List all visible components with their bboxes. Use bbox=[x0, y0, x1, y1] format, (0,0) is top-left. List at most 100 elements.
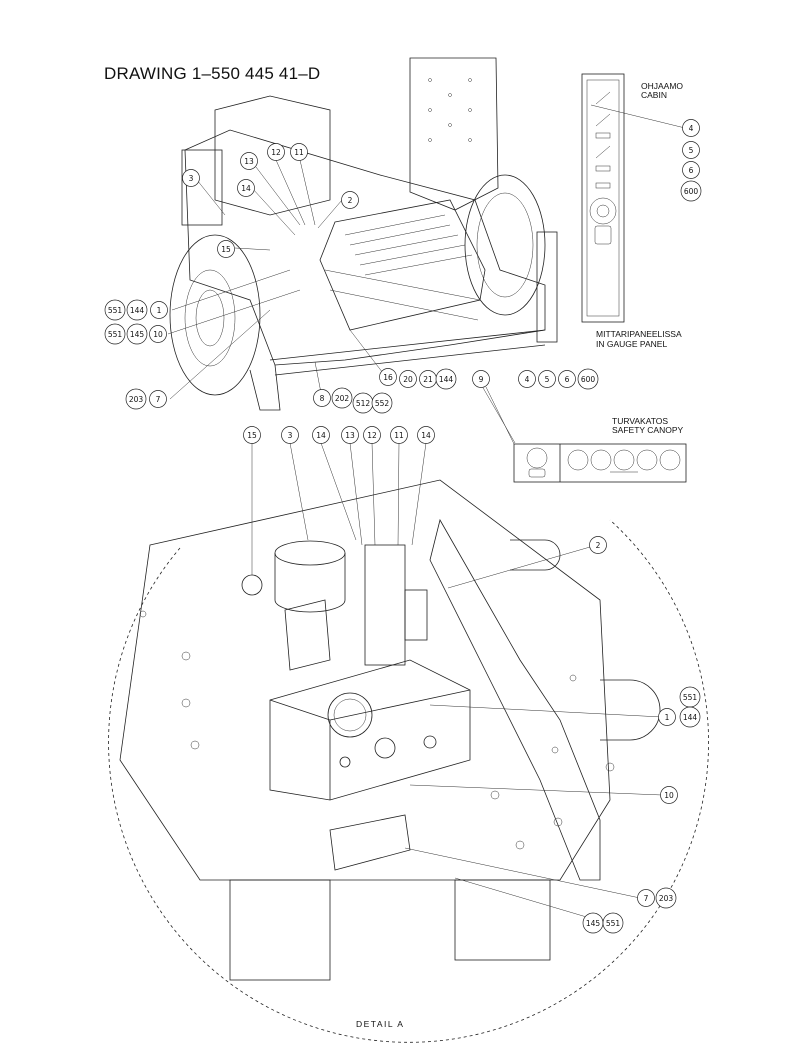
callout-cabin-0: 4 bbox=[682, 119, 700, 137]
callout-top-17: 512 bbox=[352, 392, 374, 414]
callout-number: 8 bbox=[320, 394, 325, 403]
canopy-label-fi: TURVAKATOS bbox=[612, 416, 669, 426]
canopy-label-en: SAFETY CANOPY bbox=[612, 425, 684, 435]
callout-detail_right-0: 551 bbox=[679, 686, 701, 708]
callout-number: 11 bbox=[294, 148, 304, 157]
canopy-gauge-panel bbox=[485, 386, 687, 483]
callout-number: 14 bbox=[241, 184, 251, 193]
cabin-label-fi: OHJAAMO bbox=[641, 81, 684, 91]
callout-number: 145 bbox=[130, 330, 145, 339]
callout-detail_top-5: 11 bbox=[390, 426, 408, 444]
callout-number: 4 bbox=[525, 375, 530, 384]
callout-top-10: 551 bbox=[104, 323, 126, 345]
callout-number: 4 bbox=[689, 124, 694, 133]
callout-number: 551 bbox=[108, 330, 123, 339]
gauge-panel-label-en: IN GAUGE PANEL bbox=[596, 339, 668, 349]
callout-cabin-3: 600 bbox=[680, 180, 702, 202]
callout-top-0: 13 bbox=[240, 152, 258, 170]
callout-number: 600 bbox=[684, 187, 699, 196]
callout-number: 144 bbox=[130, 306, 145, 315]
callout-number: 12 bbox=[271, 148, 281, 157]
callout-top-11: 145 bbox=[126, 323, 148, 345]
callout-number: 9 bbox=[479, 375, 484, 384]
callout-canopy-1: 5 bbox=[538, 370, 556, 388]
callout-number: 2 bbox=[596, 541, 601, 550]
callout-number: 12 bbox=[367, 431, 377, 440]
callout-number: 600 bbox=[581, 375, 596, 384]
callout-detail_top-2: 14 bbox=[312, 426, 330, 444]
callout-detail_top-3: 13 bbox=[341, 426, 359, 444]
callout-cabin-2: 6 bbox=[682, 161, 700, 179]
callout-top-3: 3 bbox=[182, 169, 200, 187]
callout-detail_right-5: 203 bbox=[655, 887, 677, 909]
callout-number: 203 bbox=[659, 894, 674, 903]
callout-top-9: 1 bbox=[150, 301, 168, 319]
cabin-label-en: CABIN bbox=[641, 90, 667, 100]
callout-canopy-2: 6 bbox=[558, 370, 576, 388]
callout-number: 6 bbox=[689, 166, 694, 175]
callout-number: 15 bbox=[247, 431, 257, 440]
callout-top-4: 14 bbox=[237, 179, 255, 197]
callout-number: 1 bbox=[665, 713, 670, 722]
callout-top-15: 8 bbox=[313, 389, 331, 407]
callout-top-6: 15 bbox=[217, 240, 235, 258]
machine-assembly bbox=[167, 57, 686, 444]
callout-number: 15 bbox=[221, 245, 231, 254]
callout-top-7: 551 bbox=[104, 299, 126, 321]
callout-number: 14 bbox=[316, 431, 326, 440]
callout-detail_right-2: 144 bbox=[679, 706, 701, 728]
callout-number: 3 bbox=[189, 174, 194, 183]
callout-cabin-1: 5 bbox=[682, 141, 700, 159]
callout-top-1: 12 bbox=[267, 143, 285, 161]
callout-number: 6 bbox=[565, 375, 570, 384]
callout-number: 144 bbox=[683, 713, 698, 722]
callout-top-23: 9 bbox=[472, 370, 490, 388]
callout-number: 203 bbox=[129, 395, 144, 404]
callout-number: 7 bbox=[644, 894, 649, 903]
callout-detail_right-6: 145 bbox=[582, 912, 604, 934]
callout-detail_right-3: 10 bbox=[660, 786, 678, 804]
callout-detail_top-4: 12 bbox=[363, 426, 381, 444]
callout-top-13: 203 bbox=[125, 388, 147, 410]
callout-top-14: 7 bbox=[149, 390, 167, 408]
callout-number: 13 bbox=[345, 431, 355, 440]
callout-canopy-3: 600 bbox=[577, 368, 599, 390]
callout-top-18: 552 bbox=[371, 392, 393, 414]
callout-detail_right-4: 7 bbox=[637, 889, 655, 907]
callout-number: 16 bbox=[383, 373, 393, 382]
callout-top-16: 202 bbox=[331, 387, 353, 409]
callout-top-19: 16 bbox=[379, 368, 397, 386]
callout-top-2: 11 bbox=[290, 143, 308, 161]
callout-number: 2 bbox=[348, 196, 353, 205]
callout-number: 7 bbox=[156, 395, 161, 404]
callout-number: 10 bbox=[664, 791, 674, 800]
callout-number: 5 bbox=[689, 146, 694, 155]
callout-number: 11 bbox=[394, 431, 404, 440]
callout-top-21: 21 bbox=[419, 370, 437, 388]
callout-number: 1 bbox=[157, 306, 162, 315]
callout-number: 202 bbox=[335, 394, 350, 403]
callout-number: 10 bbox=[153, 330, 163, 339]
callout-top-8: 144 bbox=[126, 299, 148, 321]
callout-number: 551 bbox=[108, 306, 123, 315]
callout-number: 144 bbox=[439, 375, 454, 384]
gauge-panel-label-fi: MITTARIPANEELISSA bbox=[596, 329, 682, 339]
cabin-panel bbox=[581, 73, 625, 323]
detail-a-label: DETAIL A bbox=[356, 1019, 405, 1029]
callout-detail_top-0: 15 bbox=[243, 426, 261, 444]
callout-detail_top-1: 3 bbox=[281, 426, 299, 444]
callout-number: 512 bbox=[356, 399, 371, 408]
callout-detail_right-7: 551 bbox=[602, 912, 624, 934]
callout-detail_top-6: 14 bbox=[417, 426, 435, 444]
callout-number: 551 bbox=[683, 693, 698, 702]
callout-detail_right-1: 1 bbox=[658, 708, 676, 726]
callout-number: 551 bbox=[606, 919, 621, 928]
callout-number: 145 bbox=[586, 919, 601, 928]
callout-top-12: 10 bbox=[149, 325, 167, 343]
callout-top-5: 2 bbox=[341, 191, 359, 209]
callout-number: 14 bbox=[421, 431, 431, 440]
callout-number: 13 bbox=[244, 157, 254, 166]
callout-number: 20 bbox=[403, 375, 413, 384]
